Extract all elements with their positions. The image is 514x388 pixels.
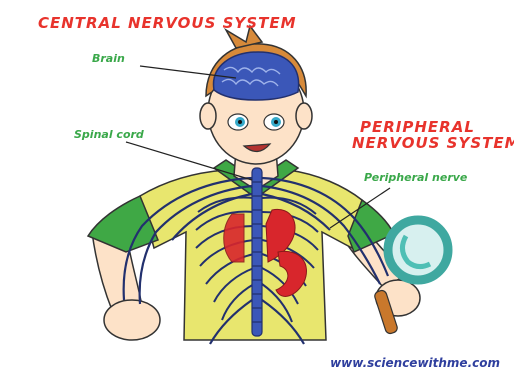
right-ear xyxy=(296,103,312,129)
peripheral-nervous-system-title-line2: NERVOUS SYSTEM xyxy=(352,134,514,152)
website-credit: www.sciencewithme.com xyxy=(330,356,500,370)
peripheral-nerve-label: Peripheral nerve xyxy=(364,171,467,184)
central-nervous-system-title: CENTRAL NERVOUS SYSTEM xyxy=(38,14,297,32)
left-fist xyxy=(104,300,160,340)
left-ear xyxy=(200,103,216,129)
spinal-cord-label: Spinal cord xyxy=(74,128,144,141)
brain-label: Brain xyxy=(92,52,125,65)
spinal-cord xyxy=(252,168,262,336)
